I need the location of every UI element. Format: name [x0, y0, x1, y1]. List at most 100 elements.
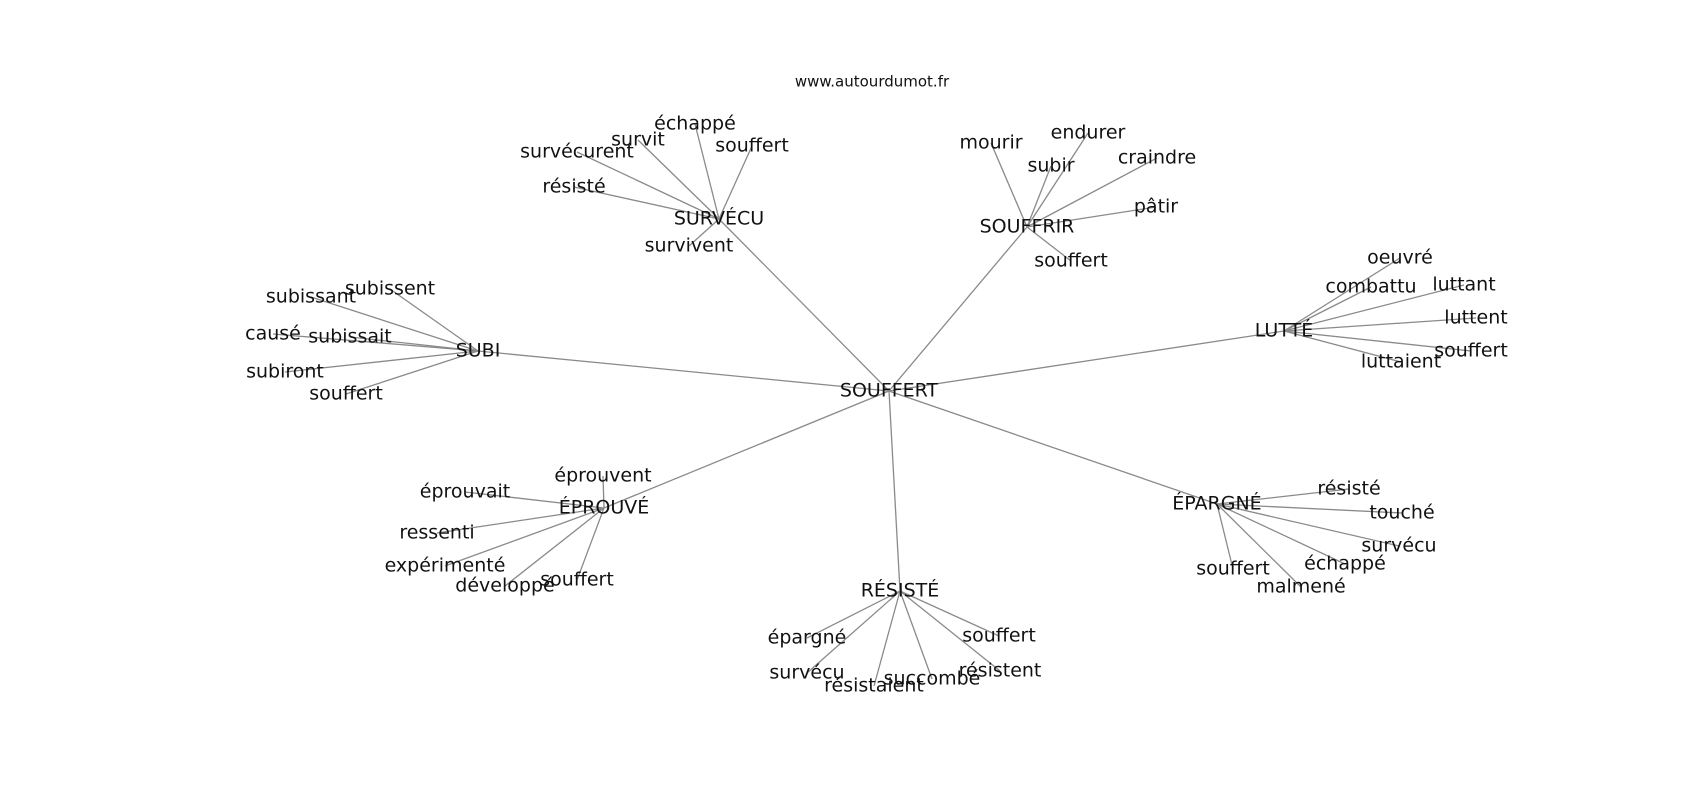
leaf-word[interactable]: subir: [1027, 155, 1074, 177]
leaf-word[interactable]: résisté: [1317, 478, 1380, 500]
graph-labels: www.autourdumot.fr SOUFFERT SURVÉCU échapp…: [245, 73, 1508, 697]
edge-hub-leaf: [688, 218, 720, 247]
edge-hub-leaf: [899, 590, 933, 680]
edge-hub-leaf: [1283, 284, 1465, 332]
leaf-word[interactable]: souffert: [715, 135, 789, 157]
edge-hub-leaf: [637, 139, 720, 220]
hub-word[interactable]: SUBI: [456, 340, 501, 362]
edge-hub-leaf: [310, 296, 479, 352]
edge-hub-leaf: [1216, 503, 1346, 565]
leaf-word[interactable]: luttant: [1432, 274, 1495, 296]
leaf-word[interactable]: luttent: [1444, 307, 1507, 329]
hub-word[interactable]: RÉSISTÉ: [861, 579, 940, 602]
edge-hub-leaf: [1216, 503, 1302, 588]
leaf-word[interactable]: craindre: [1118, 147, 1196, 169]
leaf-word[interactable]: survit: [611, 129, 665, 151]
hub-word[interactable]: LUTTÉ: [1255, 319, 1313, 342]
leaf-word[interactable]: éprouvait: [420, 481, 510, 503]
edge-hub-leaf: [899, 590, 1001, 672]
edge-hub-leaf: [806, 590, 901, 639]
edge-hub-leaf: [718, 145, 753, 220]
edge-center-hub: [888, 330, 1285, 392]
leaf-word[interactable]: survécu: [769, 662, 844, 684]
leaf-word[interactable]: touché: [1369, 502, 1434, 524]
edge-hub-leaf: [576, 507, 605, 581]
edge-hub-leaf: [284, 350, 479, 373]
edge-hub-leaf: [1026, 226, 1072, 262]
edge-hub-leaf: [1216, 503, 1400, 547]
edge-hub-leaf: [1283, 286, 1372, 332]
edge-center-hub: [888, 390, 1218, 505]
leaf-word[interactable]: expérimenté: [385, 555, 506, 577]
edge-hub-leaf: [1026, 132, 1089, 228]
site-watermark: www.autourdumot.fr: [795, 73, 950, 91]
edge-hub-leaf: [1216, 503, 1403, 514]
leaf-word[interactable]: souffert: [309, 383, 383, 405]
hub-word[interactable]: ÉPROUVÉ: [559, 496, 650, 519]
leaf-word[interactable]: éprouvent: [554, 465, 651, 487]
leaf-word[interactable]: résistaient: [824, 675, 924, 697]
leaf-word[interactable]: endurer: [1051, 122, 1126, 144]
leaf-word[interactable]: échappé: [1304, 553, 1386, 575]
leaf-word[interactable]: succombé: [884, 668, 981, 690]
edge-center-hub: [603, 390, 890, 509]
edge-hub-leaf: [990, 142, 1028, 228]
edge-hub-leaf: [349, 336, 479, 352]
edge-hub-leaf: [389, 288, 479, 352]
edge-hub-leaf: [504, 507, 605, 587]
edge-hub-leaf: [436, 507, 605, 534]
edge-hub-leaf: [576, 151, 720, 220]
edge-hub-leaf: [806, 590, 901, 674]
leaf-word[interactable]: échappé: [654, 113, 736, 135]
leaf-word[interactable]: luttaient: [1361, 351, 1441, 373]
center-word[interactable]: SOUFFERT: [840, 380, 939, 402]
edge-center-hub: [718, 218, 890, 392]
leaf-word[interactable]: souffert: [540, 569, 614, 591]
edge-hub-leaf: [694, 123, 720, 220]
edge-hub-leaf: [444, 507, 605, 567]
edge-center-hub: [888, 390, 901, 592]
leaf-word[interactable]: subiront: [246, 361, 324, 383]
leaf-word[interactable]: souffert: [1434, 340, 1508, 362]
edge-hub-leaf: [873, 590, 901, 687]
edge-hub-leaf: [272, 333, 479, 352]
leaf-word[interactable]: combattu: [1325, 276, 1416, 298]
leaf-word[interactable]: souffert: [962, 625, 1036, 647]
hub-word[interactable]: SOUFFRIR: [980, 216, 1075, 238]
leaf-word[interactable]: mourir: [959, 132, 1022, 154]
edge-hub-leaf: [464, 491, 605, 509]
leaf-word[interactable]: causé: [245, 323, 301, 345]
edge-center-hub: [888, 226, 1028, 392]
leaf-word[interactable]: oeuvré: [1367, 247, 1433, 269]
leaf-word[interactable]: survécu: [1361, 535, 1436, 557]
edge-hub-leaf: [1026, 206, 1157, 228]
leaf-word[interactable]: survivent: [645, 235, 734, 257]
leaf-word[interactable]: subissant: [266, 286, 356, 308]
leaf-word[interactable]: développé: [455, 575, 554, 597]
edge-hub-leaf: [1283, 330, 1472, 352]
edge-hub-leaf: [573, 186, 720, 220]
leaf-word[interactable]: subissent: [345, 278, 435, 300]
leaf-word[interactable]: subissait: [308, 326, 391, 348]
edge-hub-leaf: [1026, 165, 1052, 228]
edge-hub-leaf: [1216, 503, 1234, 570]
edge-hub-leaf: [345, 350, 479, 395]
hub-word[interactable]: SURVÉCU: [674, 207, 764, 230]
leaf-word[interactable]: ressenti: [399, 522, 474, 544]
edge-hub-leaf: [602, 475, 605, 509]
edge-hub-leaf: [899, 590, 1000, 637]
leaf-word[interactable]: souffert: [1196, 558, 1270, 580]
edge-hub-leaf: [1283, 257, 1401, 332]
hub-word[interactable]: ÉPARGNÉ: [1172, 492, 1261, 515]
leaf-word[interactable]: pâtir: [1134, 196, 1178, 218]
leaf-word[interactable]: résisté: [542, 176, 605, 198]
leaf-word[interactable]: résistent: [959, 660, 1042, 682]
edge-center-hub: [477, 350, 890, 392]
leaf-word[interactable]: survécurent: [520, 141, 634, 163]
edge-hub-leaf: [1026, 157, 1158, 228]
leaf-word[interactable]: souffert: [1034, 250, 1108, 272]
leaf-word[interactable]: épargné: [768, 627, 847, 649]
edge-hub-leaf: [1216, 488, 1350, 505]
leaf-word[interactable]: malmené: [1256, 576, 1345, 598]
